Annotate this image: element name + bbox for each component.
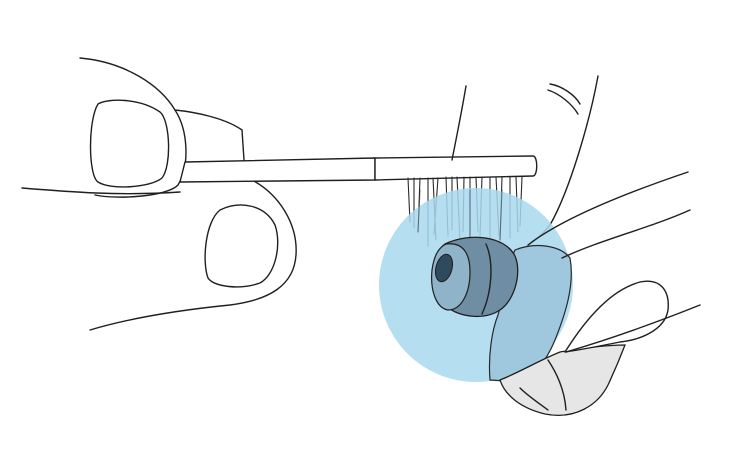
earbud: [431, 236, 519, 317]
right-finger-crease-2: [547, 89, 579, 115]
right-finger-line-left: [451, 85, 467, 161]
right-hand-back-contour: [527, 171, 689, 246]
thumb-contour: [94, 109, 187, 198]
right-hand-lower: [499, 171, 701, 416]
left-hand: [21, 57, 297, 331]
earbud-tip: [434, 253, 454, 283]
bristles-over-highlight: [417, 189, 503, 241]
thumb-nail: [89, 99, 170, 188]
right-finger-bottom-contour: [565, 304, 701, 353]
toothbrush-handle: [179, 157, 376, 183]
earbud-seam: [481, 243, 492, 315]
right-hand-palm-contour: [561, 209, 691, 259]
glove-crease-2: [547, 359, 567, 411]
toothbrush-head: [374, 155, 538, 181]
right-finger-fold: [564, 280, 669, 353]
palm-contour-top: [21, 187, 181, 195]
index-finger-contour: [89, 179, 297, 331]
glove-crease-1: [519, 387, 549, 411]
right-finger-crease-1: [549, 83, 581, 105]
index-finger-nail: [204, 204, 279, 288]
